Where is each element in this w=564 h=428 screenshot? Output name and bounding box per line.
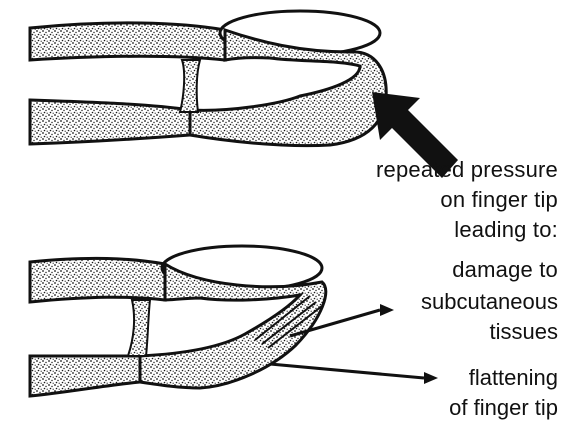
- flattening-leader-line: [270, 364, 424, 378]
- flattening-leader-tip: [424, 372, 438, 384]
- label-tissues: tissues: [490, 318, 558, 346]
- lower-tissue-band-damaged: [30, 356, 140, 396]
- label-subcutaneous: subcutaneous: [421, 288, 558, 316]
- bone-bridge-damaged: [128, 300, 150, 356]
- lower-tissue-band: [30, 100, 190, 144]
- caption-line-2: on finger tip: [440, 186, 558, 214]
- normal-finger-tip: [30, 11, 386, 146]
- damaged-finger-tip: [30, 246, 326, 396]
- caption-line-1: repeated pressure: [376, 156, 558, 184]
- label-of-finger-tip: of finger tip: [449, 394, 558, 422]
- upper-tissue-band: [30, 23, 225, 60]
- caption-line-3: leading to:: [454, 216, 558, 244]
- caption-line-4: damage to: [452, 256, 558, 284]
- label-flattening: flattening: [469, 364, 558, 392]
- upper-tissue-band-damaged: [30, 258, 165, 302]
- bone-bridge: [180, 60, 200, 112]
- subcutaneous-leader-tip: [380, 304, 394, 316]
